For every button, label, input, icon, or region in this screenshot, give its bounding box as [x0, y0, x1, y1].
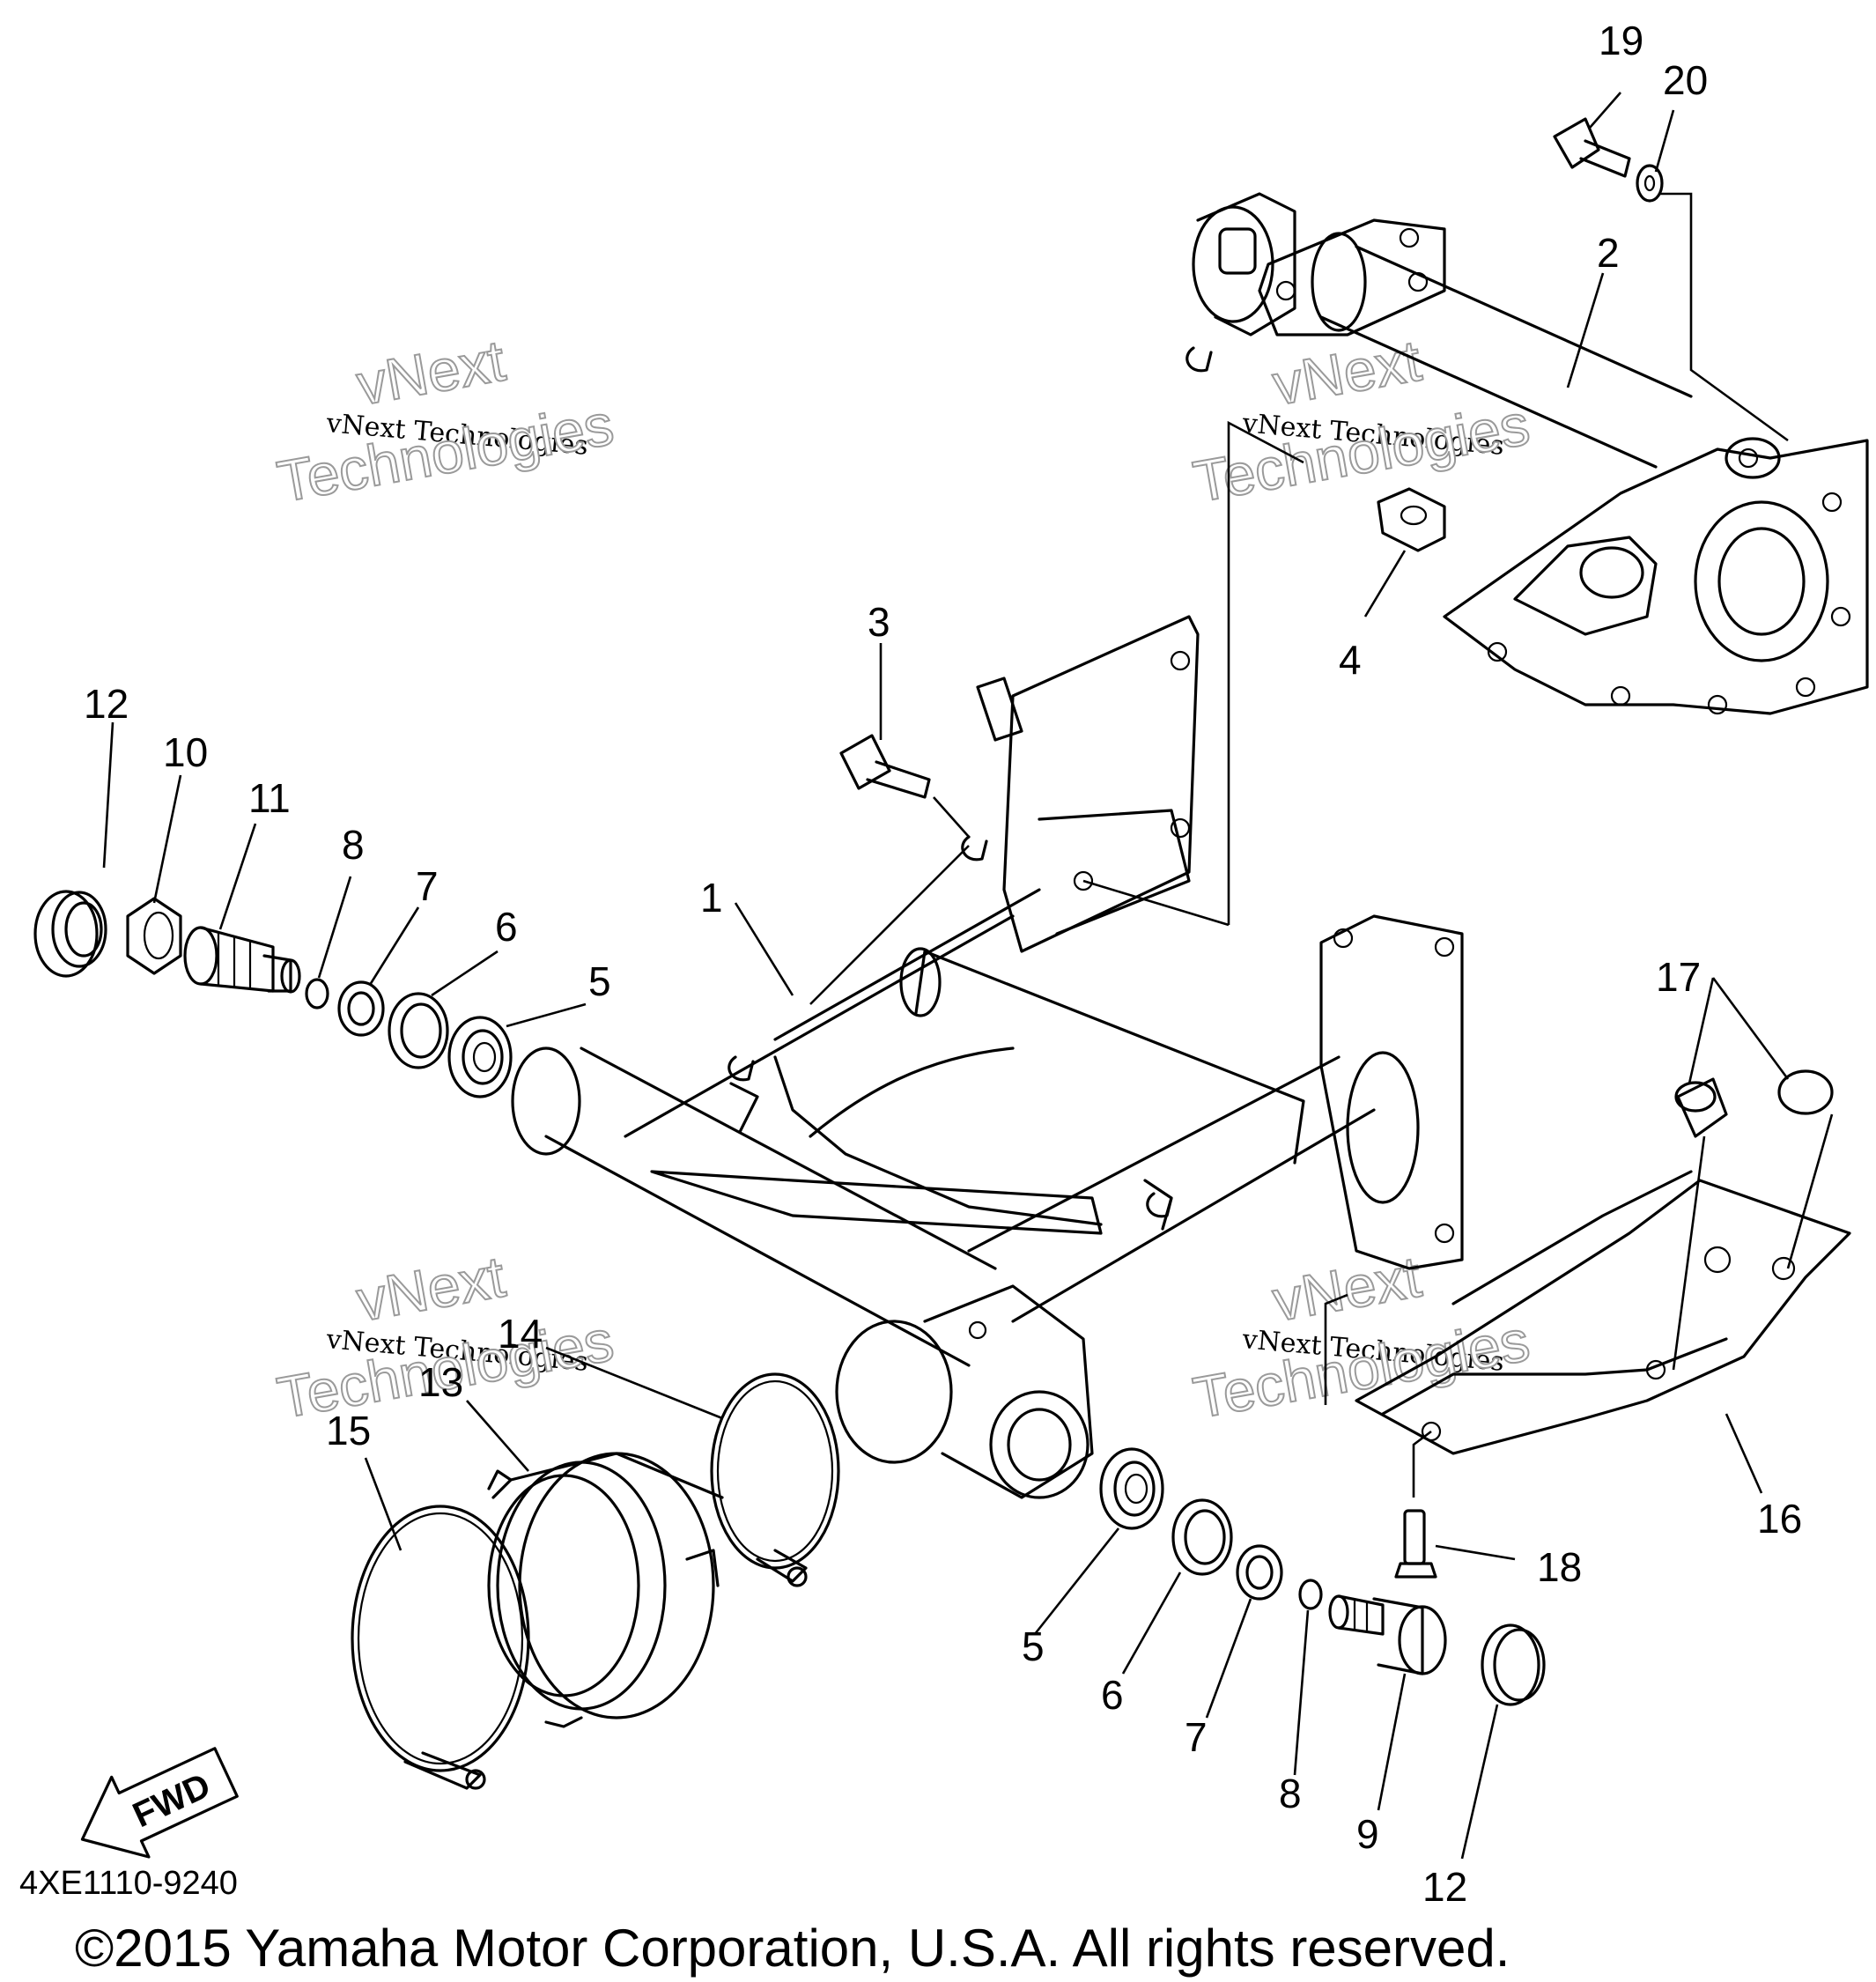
callout-19: 19 [1599, 18, 1643, 63]
part-7-seal-right [1236, 1544, 1283, 1601]
part-4-nut [1377, 487, 1446, 552]
callout-16: 16 [1757, 1496, 1802, 1542]
callout-6-right: 6 [1101, 1672, 1124, 1718]
part-17-caps [1674, 1069, 1834, 1138]
svg-text:vNext: vNext [352, 328, 510, 418]
part-14-band-clamp [710, 1372, 840, 1587]
callout-8-right: 8 [1279, 1771, 1302, 1816]
part-3-bolt [839, 734, 931, 799]
part-8-o-ring-left [305, 978, 329, 1009]
callout-12-right: 12 [1422, 1864, 1467, 1910]
callout-13: 13 [418, 1359, 463, 1405]
part-6-oil-seal-right [1171, 1498, 1233, 1576]
callout-8-left: 8 [342, 822, 365, 868]
svg-text:vNext: vNext [1268, 328, 1426, 418]
fwd-label: FWD [127, 1766, 216, 1835]
callout-5-right: 5 [1022, 1623, 1045, 1669]
callout-18: 18 [1537, 1544, 1582, 1590]
part-12-cap-right [1481, 1623, 1546, 1706]
part-6-oil-seal-left [388, 992, 449, 1069]
callout-5-left: 5 [588, 958, 611, 1004]
part-16-guard-plate [1355, 1170, 1851, 1455]
copyright-notice: ©2015 Yamaha Motor Corporation, U.S.A. A… [75, 1919, 1510, 1978]
leader-lines [102, 92, 1834, 1860]
callout-4: 4 [1339, 637, 1362, 683]
watermark-bottom-right: vNext vNext Technologies Technologies [1188, 1243, 1535, 1431]
callout-6-left: 6 [495, 904, 518, 950]
part-12-cap-left [33, 890, 107, 978]
part-2-axle-housing [1192, 192, 1869, 715]
svg-text:vNext: vNext [352, 1244, 510, 1334]
callout-2: 2 [1597, 230, 1620, 276]
callout-7-right: 7 [1185, 1714, 1208, 1760]
callout-7-left: 7 [416, 863, 439, 909]
part-10-collar [126, 897, 182, 975]
diagram-code: 4XE1110-9240 [19, 1865, 238, 1902]
callout-11: 11 [248, 775, 291, 821]
callout-numbers: 19 20 2 3 4 12 10 11 8 7 6 1 5 17 14 13 … [84, 18, 1802, 1910]
callout-9: 9 [1356, 1811, 1379, 1857]
watermark-top-left: vNext vNext Technologies Technologies [272, 327, 619, 515]
watermark-top-right: vNext vNext Technologies Technologies [1188, 327, 1535, 515]
svg-text:Technologies: Technologies [273, 391, 618, 514]
part-9-pivot-shaft [1328, 1594, 1447, 1675]
watermark-bottom-left: vNext vNext Technologies Technologies [272, 1243, 619, 1431]
callout-15: 15 [326, 1408, 371, 1453]
part-19-bolt [1553, 117, 1631, 178]
cotter-pins [728, 346, 1213, 1218]
callout-17: 17 [1656, 954, 1701, 1000]
part-5-bearing-right [1099, 1447, 1164, 1530]
callout-14: 14 [498, 1311, 543, 1357]
part-13-boot [487, 1452, 724, 1728]
fwd-arrow-icon: FWD [80, 1747, 239, 1859]
part-18-bolt [1394, 1509, 1437, 1579]
callout-10: 10 [163, 729, 208, 775]
callout-3: 3 [868, 599, 890, 645]
part-5-bearing-left [447, 1016, 513, 1098]
callout-20: 20 [1663, 57, 1708, 103]
part-7-seal-left [337, 980, 385, 1037]
part-15-band-clamp [351, 1505, 530, 1790]
svg-text:vNext: vNext [1268, 1244, 1426, 1334]
part-20-washer [1636, 164, 1664, 203]
callout-12-left: 12 [84, 681, 129, 727]
svg-text:Technologies: Technologies [1189, 391, 1534, 514]
part-8-o-ring-right [1298, 1579, 1323, 1610]
part-11-pivot-shaft [183, 926, 301, 994]
callout-1: 1 [700, 875, 723, 921]
part-1-swingarm [511, 615, 1464, 1499]
